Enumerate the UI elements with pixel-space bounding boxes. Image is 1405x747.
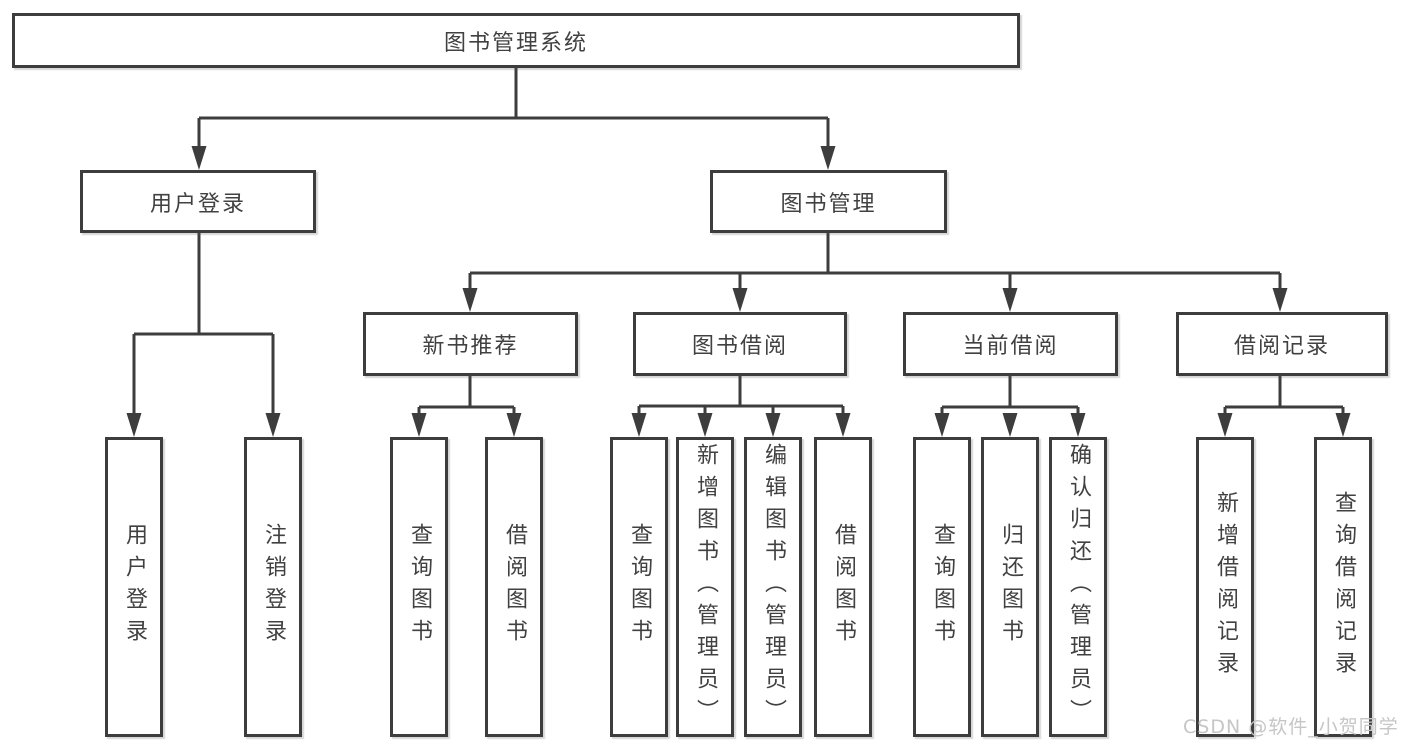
leaf-borrow-books: 借阅图书 (814, 437, 872, 737)
node-current-borrow: 当前借阅 (903, 312, 1118, 376)
node-label: 查询图书 (627, 523, 652, 651)
leaf-query-books-current: 查询图书 (913, 437, 971, 737)
node-label: 查询借阅记录 (1331, 491, 1356, 683)
node-label: 借阅图书 (502, 523, 527, 651)
node-label: 新增借阅记录 (1213, 491, 1238, 683)
node-label: 新书推荐 (422, 334, 519, 359)
node-user-login: 用户登录 (80, 170, 316, 233)
leaf-return-books: 归还图书 (981, 437, 1039, 737)
leaf-query-books-borrow: 查询图书 (610, 437, 668, 737)
node-label: 当前借阅 (962, 334, 1059, 359)
leaf-user-login: 用户登录 (105, 437, 163, 737)
leaf-query-books-recommend: 查询图书 (390, 437, 448, 737)
node-label: 用户登录 (122, 523, 147, 651)
connector-arrowheads (126, 146, 1351, 437)
node-label: 图书借阅 (691, 334, 788, 359)
node-label: 图书管理系统 (443, 30, 588, 56)
node-book-management-system: 图书管理系统 (12, 13, 1020, 68)
node-label: 借阅图书 (831, 523, 856, 651)
leaf-query-borrow-record: 查询借阅记录 (1314, 437, 1372, 737)
leaf-edit-books-admin: 编辑图书（管理员） (744, 437, 802, 737)
node-label: 查询图书 (930, 523, 955, 651)
csdn-watermark: CSDN @软件_小贺同学 (1183, 716, 1399, 738)
leaf-logout: 注销登录 (244, 437, 302, 737)
leaf-add-books-admin: 新增图书（管理员） (676, 437, 734, 737)
node-borrow-records: 借阅记录 (1176, 312, 1388, 376)
connector-lines (132, 68, 1345, 415)
node-label: 编辑图书（管理员） (761, 443, 786, 731)
leaf-add-borrow-record: 新增借阅记录 (1196, 437, 1254, 737)
leaf-confirm-return-admin: 确认归还（管理员） (1049, 437, 1107, 737)
node-book-management: 图书管理 (710, 170, 947, 233)
node-label: 注销登录 (261, 523, 286, 651)
node-label: 查询图书 (407, 523, 432, 651)
node-label: 借阅记录 (1233, 334, 1330, 359)
node-label: 用户登录 (149, 191, 246, 217)
node-new-book-recommend: 新书推荐 (363, 312, 578, 376)
node-label: 图书管理 (780, 191, 877, 217)
leaf-borrow-books-recommend: 借阅图书 (485, 437, 543, 737)
node-label: 归还图书 (998, 523, 1023, 651)
node-label: 确认归还（管理员） (1066, 443, 1091, 731)
node-book-borrow: 图书借阅 (633, 312, 847, 376)
node-label: 新增图书（管理员） (693, 443, 718, 731)
